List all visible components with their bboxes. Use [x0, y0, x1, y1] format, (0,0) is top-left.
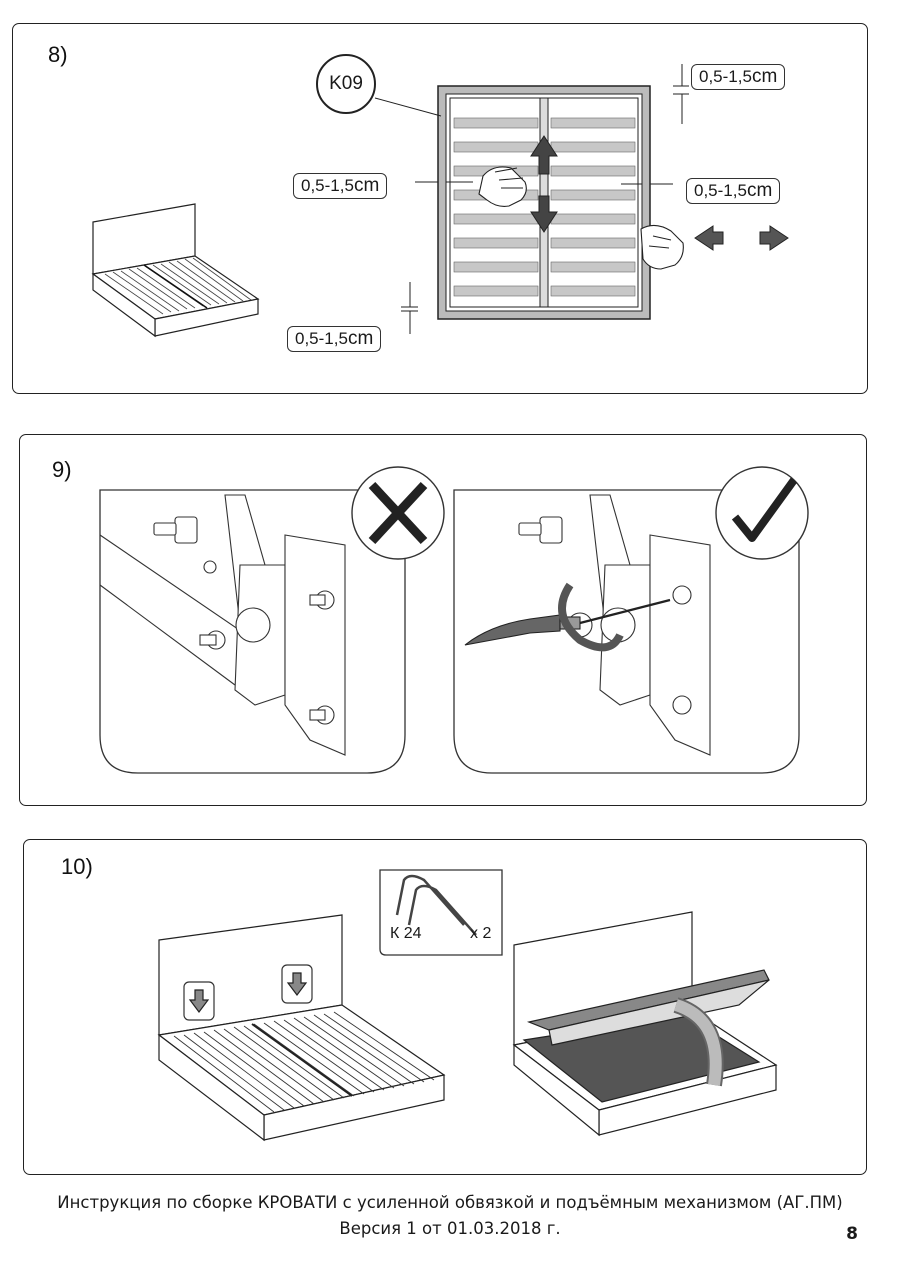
part-id-badge: K09 — [316, 54, 376, 114]
gap-value: 0,5-1,5 — [694, 181, 747, 200]
gap-dimension-label: 0,5-1,5cm — [293, 173, 388, 199]
page-number: 8 — [846, 1224, 858, 1244]
footer-version: Версия 1 от 01.03.2018 г. — [339, 1219, 561, 1238]
gap-value: 0,5-1,5 — [295, 329, 348, 348]
bed-overview-drawing — [91, 203, 260, 338]
step-9-illustration — [99, 466, 809, 774]
step-number: 9) — [52, 457, 72, 482]
gap-value: 0,5-1,5 — [699, 67, 752, 86]
vertical-adjust-arrow-icon — [530, 135, 558, 233]
step-number: 10) — [61, 854, 93, 879]
checkmark-icon — [715, 466, 809, 560]
gap-unit: cm — [746, 180, 773, 201]
wrong-assembly-drawing — [99, 466, 445, 774]
step-9-panel: 9) — [19, 434, 867, 806]
gap-value: 0,5-1,5 — [301, 176, 354, 195]
slatted-base-frame — [437, 85, 651, 320]
gap-unit: cm — [353, 175, 380, 196]
bed-with-slats-drawing — [157, 914, 446, 1142]
step-8-illustration — [91, 64, 789, 338]
cross-icon — [351, 466, 445, 560]
step-10-panel: 10) — [23, 839, 867, 1175]
hand-icon — [640, 224, 684, 270]
part-label: К 24 — [390, 925, 422, 942]
gap-unit: cm — [347, 328, 374, 349]
hand-icon — [478, 166, 527, 207]
horizontal-adjust-arrows-icon — [694, 225, 789, 251]
correct-assembly-drawing — [453, 466, 809, 774]
step-10-illustration — [157, 869, 778, 1142]
footer-title: Инструкция по сборке КРОВАТИ с усиленной… — [57, 1193, 843, 1212]
gap-dimension-label: 0,5-1,5cm — [686, 178, 781, 204]
rotation-arrow-icon — [558, 582, 624, 652]
down-arrow-icon — [281, 964, 313, 1004]
gap-dimension-label: 0,5-1,5cm — [287, 326, 382, 352]
gap-unit: cm — [751, 66, 778, 87]
gap-dimension-label: 0,5-1,5cm — [691, 64, 786, 90]
step-number: 8) — [48, 42, 68, 67]
lift-bracket-icon — [395, 874, 477, 936]
bed-lifted-drawing — [512, 911, 778, 1137]
part-quantity: x 2 — [470, 925, 492, 942]
step-8-panel: 8) — [12, 23, 868, 394]
part-callout-box — [379, 869, 503, 956]
down-arrow-icon — [183, 981, 215, 1021]
